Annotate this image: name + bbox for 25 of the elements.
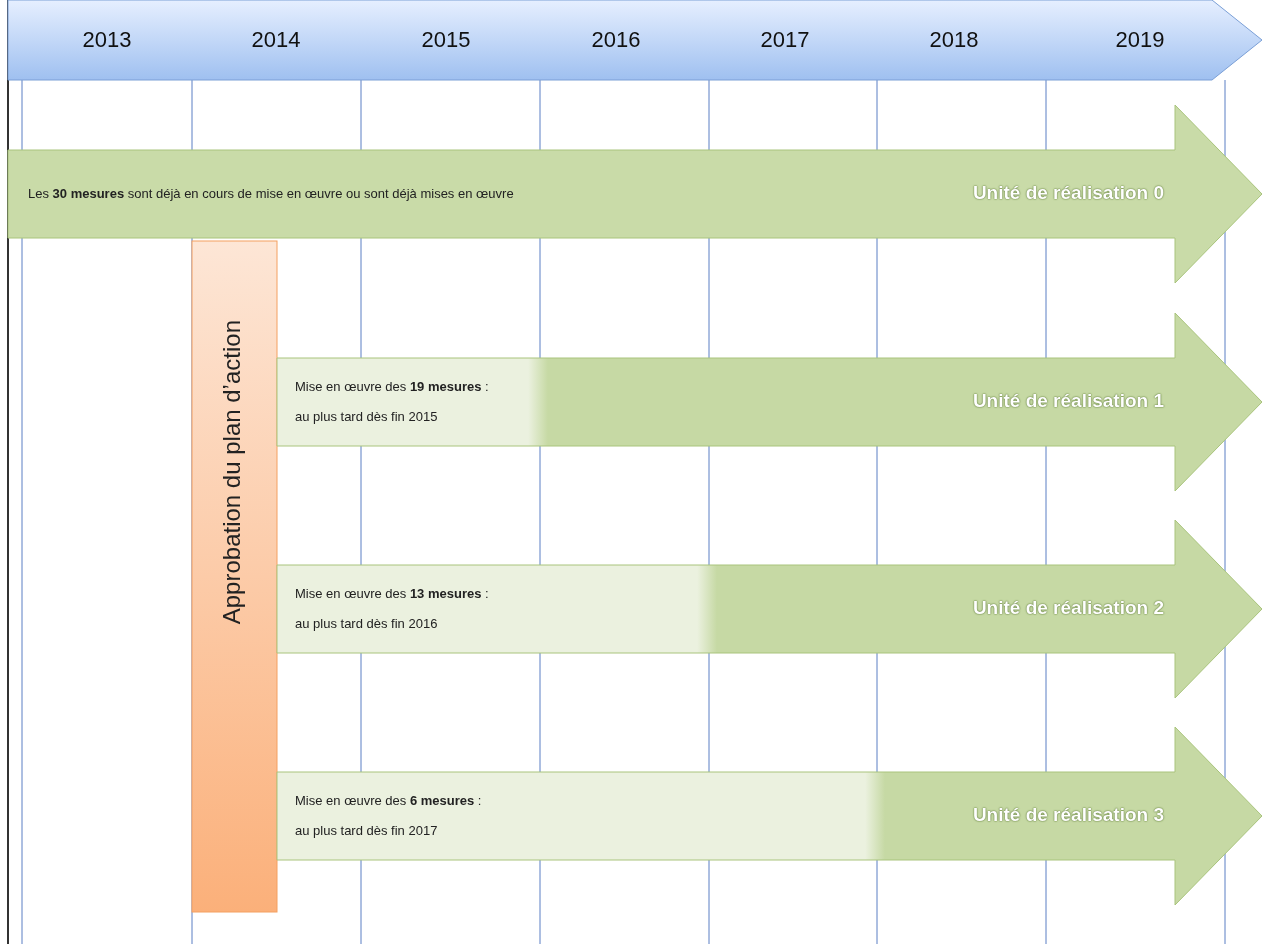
year-label: 2014 [251,26,301,54]
description-text: au plus tard dès fin 2016 [295,616,438,631]
phase-banner [277,520,1262,698]
year-label: 2013 [82,26,132,54]
year-label: 2017 [760,26,810,54]
description-text: Mise en œuvre des 6 mesures : [295,793,482,808]
description-text: Mise en œuvre des 13 mesures : [295,586,489,601]
year-label: 2018 [929,26,979,54]
phase-label: Unité de réalisation 2 [972,597,1164,619]
description-text: Mise en œuvre des 19 mesures : [295,379,489,394]
description-text: au plus tard dès fin 2015 [295,409,438,424]
approval-bar [192,241,277,912]
year-timeline-arrow [8,0,1262,80]
phase-label: Unité de réalisation 0 [972,182,1164,204]
phase-banner [277,727,1262,905]
phase-banner [8,105,1262,283]
description-text: au plus tard dès fin 2017 [295,823,438,838]
year-label: 2016 [591,26,641,54]
phase-label: Unité de réalisation 1 [972,390,1164,412]
year-label: 2015 [421,26,471,54]
year-label: 2019 [1115,26,1165,54]
description-text: Les 30 mesures sont déjà en cours de mise en œuvre ou sont déjà mises en œuvre [28,186,514,201]
bar-label: Approbation du plan d’action [218,320,246,625]
phase-label: Unité de réalisation 3 [972,804,1164,826]
phase-banner [277,313,1262,491]
